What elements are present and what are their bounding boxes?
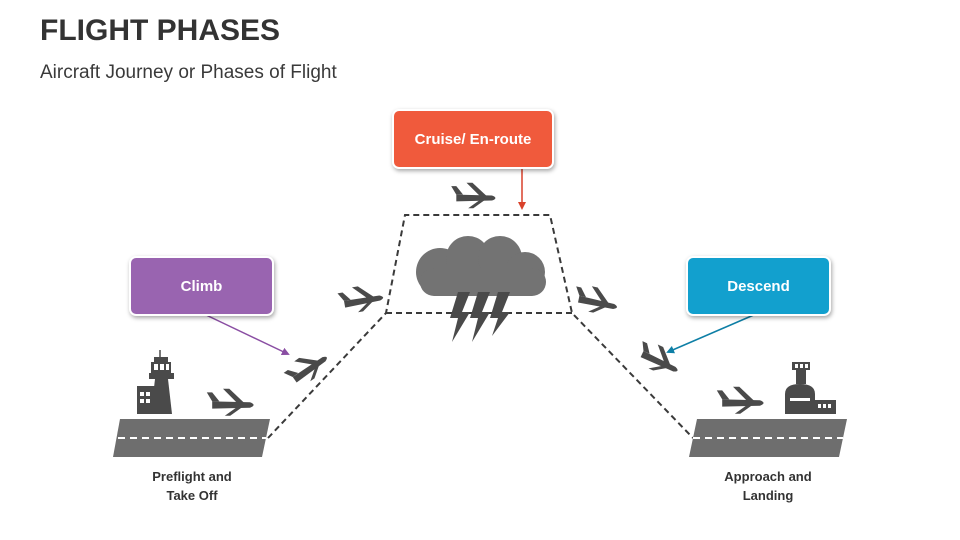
cruise-phase-box: Cruise/ En-route [392, 109, 554, 169]
preflight-caption: Preflight and Take Off [122, 467, 262, 505]
airplane-icon-ground-right [716, 386, 764, 414]
airplane-icon-ground-left [206, 388, 254, 416]
airplane-icon-cruise [451, 182, 496, 209]
landing-caption-line2: Landing [742, 488, 794, 503]
runway-right [689, 419, 847, 457]
descend-phase-box: Descend [686, 256, 831, 316]
airplane-icon-upper-descend [571, 283, 621, 318]
preflight-caption-line1: Preflight and [152, 469, 232, 484]
airplane-icon-descend [633, 338, 684, 380]
landing-caption: Approach and Landing [698, 467, 838, 505]
climb-phase-box: Climb [129, 256, 274, 316]
airport-terminal-icon [785, 362, 836, 414]
airplane-icon-climb [281, 344, 333, 392]
climb-phase-label: Climb [180, 277, 223, 295]
page-subtitle: Aircraft Journey or Phases of Flight [40, 62, 337, 83]
page-title: FLIGHT PHASES [40, 14, 281, 47]
descend-connector-arrow [666, 313, 757, 354]
climb-connector-arrow [203, 313, 290, 356]
cruise-phase-label: Cruise/ En-route [414, 130, 532, 148]
control-tower-icon [137, 350, 174, 414]
airplane-icon-upper-climb [336, 282, 385, 316]
descend-phase-label: Descend [727, 277, 790, 295]
storm-cloud-icon [416, 236, 546, 342]
landing-caption-line1: Approach and [724, 469, 812, 484]
runway-left [113, 419, 270, 457]
preflight-caption-line2: Take Off [166, 488, 218, 503]
